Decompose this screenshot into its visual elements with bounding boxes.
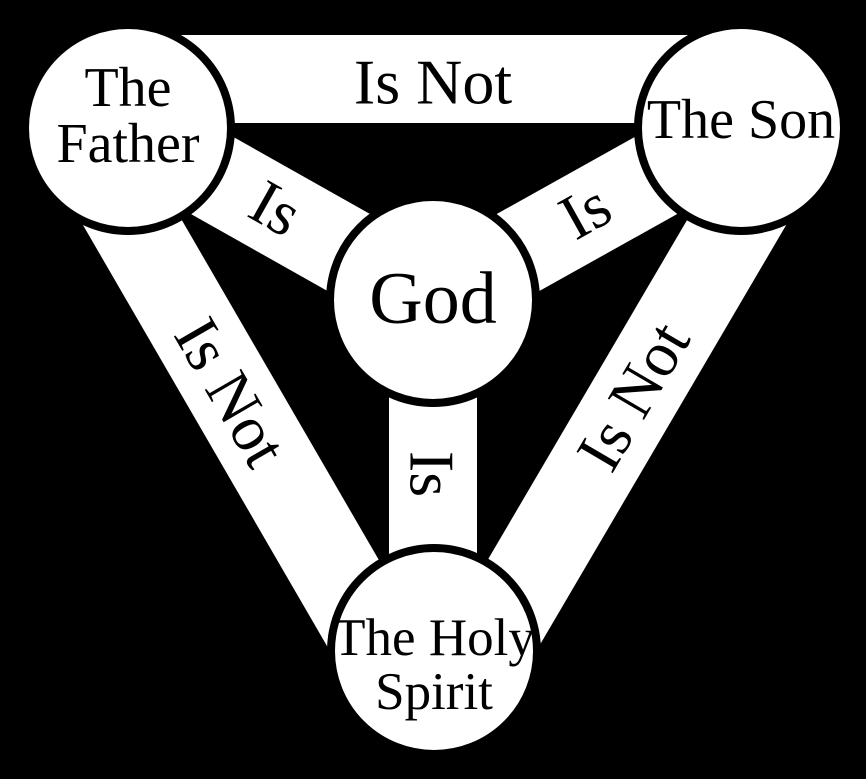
spirit-circle [327, 544, 541, 758]
son-label: The Son [647, 89, 835, 151]
spirit-label-line1: The Holy [333, 609, 535, 667]
god-circle [326, 193, 540, 407]
spirit-label-line2: Spirit [375, 663, 493, 721]
label-is-not-top: Is Not [354, 47, 512, 118]
father-circle [21, 21, 235, 235]
god-label: God [369, 258, 496, 340]
son-circle [634, 21, 848, 235]
band-son-spirit [420, 105, 830, 720]
label-is-bottom: Is [397, 451, 468, 497]
father-label-line2: Father [56, 113, 199, 175]
band-father-spirit [38, 104, 447, 721]
father-label-line1: The [84, 57, 171, 119]
node-labels: The Father The Son God The Holy Spirit [56, 57, 835, 721]
nodes [21, 21, 848, 758]
